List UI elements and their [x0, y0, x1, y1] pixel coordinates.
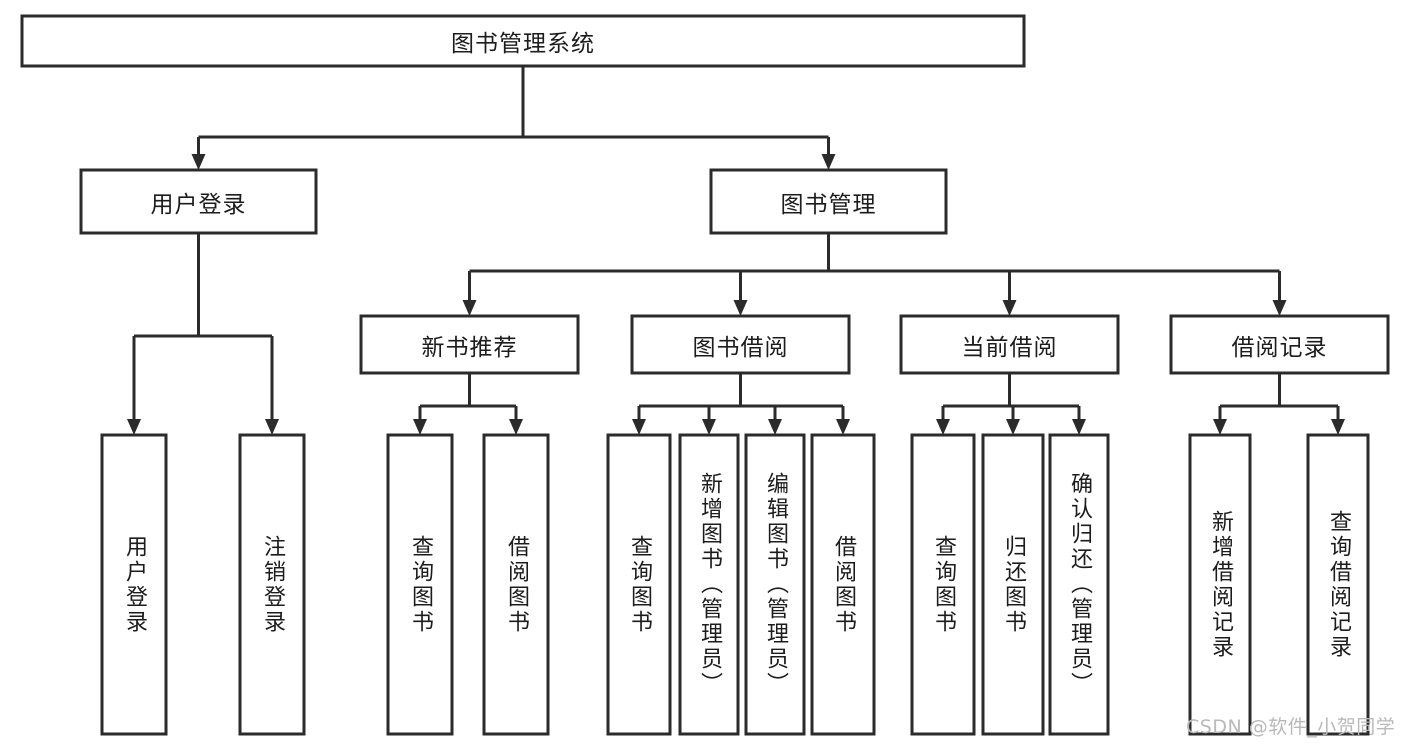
connector-l1-0-to-leaf-0-head [127, 419, 141, 435]
node-leaf-3[interactable] [482, 433, 550, 736]
node-l1-0[interactable] [79, 168, 318, 235]
node-leaf-0[interactable] [100, 433, 168, 736]
node-root[interactable] [20, 14, 1026, 68]
node-l2-3[interactable] [1169, 314, 1390, 375]
connector-l1-1-to-l2-3-head [1272, 300, 1287, 316]
watermark-text: CSDN @软件_小贺同学 [1186, 716, 1396, 738]
node-leaf-5[interactable] [678, 433, 740, 736]
connector-l1-0-to-leaf-1-head [265, 419, 279, 435]
node-leaf-2[interactable] [386, 433, 454, 736]
connector-l2-1-to-leaf-1-head [702, 419, 716, 435]
node-box-layer [20, 14, 1390, 736]
connector-l1-1-to-l2-2-head [1002, 300, 1017, 316]
connector-l2-2-to-leaf-1-head [1006, 419, 1020, 435]
connector-l2-3-to-leaf-0-head [1213, 419, 1227, 435]
connector-root-to-l1-0-head [191, 154, 206, 170]
node-l2-2[interactable] [899, 314, 1120, 375]
connector-l2-1-to-leaf-3-head [836, 419, 850, 435]
connector-layer [127, 66, 1345, 435]
node-l1-1[interactable] [709, 168, 948, 235]
connector-l2-2-to-leaf-2-head [1072, 419, 1086, 435]
node-l2-0[interactable] [359, 314, 580, 375]
connector-l2-0-to-leaf-1-head [509, 419, 523, 435]
node-leaf-7[interactable] [810, 433, 876, 736]
node-l2-1[interactable] [630, 314, 851, 375]
node-leaf-11[interactable] [1188, 433, 1252, 736]
node-leaf-9[interactable] [981, 433, 1045, 736]
connector-l2-0-to-leaf-0-head [413, 419, 427, 435]
node-leaf-1[interactable] [238, 433, 306, 736]
connector-l2-1-to-leaf-0-head [632, 419, 646, 435]
connector-l2-3-to-leaf-1-head [1331, 419, 1345, 435]
node-leaf-6[interactable] [744, 433, 806, 736]
connector-root-to-l1-1-head [821, 154, 836, 170]
connector-l2-2-to-leaf-0-head [936, 419, 950, 435]
connector-l1-1-to-l2-1-head [733, 300, 748, 316]
connector-l1-1-to-l2-0-head [462, 300, 477, 316]
node-leaf-8[interactable] [910, 433, 976, 736]
node-leaf-10[interactable] [1048, 433, 1110, 736]
connector-l2-1-to-leaf-2-head [768, 419, 782, 435]
node-leaf-4[interactable] [606, 433, 672, 736]
node-leaf-12[interactable] [1306, 433, 1370, 736]
